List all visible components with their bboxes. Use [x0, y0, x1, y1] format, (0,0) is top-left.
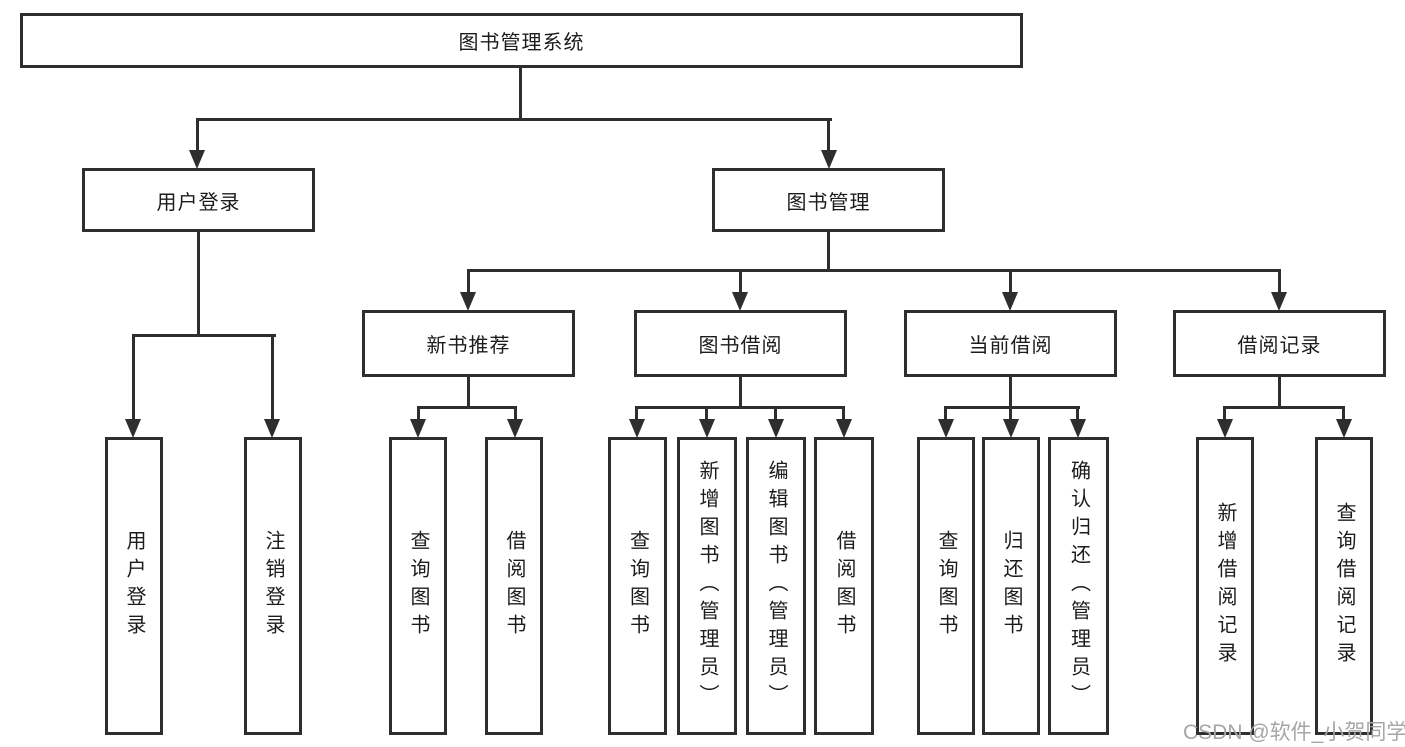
arrowhead-g4-c2-icon	[1336, 419, 1352, 438]
leaf-g3-query-books-label: 查询图书	[935, 530, 957, 642]
arrowhead-g2-c1-icon	[629, 419, 645, 438]
connector-user-stub	[196, 118, 199, 153]
leaf-g3-query-books: 查询图书	[917, 437, 975, 735]
connector-user-stem	[197, 232, 200, 336]
leaf-logout: 注销登录	[244, 437, 302, 735]
connector-group3-stub	[1009, 269, 1012, 297]
connector-g2-c1-stub	[635, 406, 638, 422]
leaf-g2-query-books: 查询图书	[608, 437, 667, 735]
arrowhead-g2-c4-icon	[836, 419, 852, 438]
leaf-g4-add-borrow-record-label: 新增借阅记录	[1214, 502, 1236, 670]
connector-user-child2-stub	[271, 334, 274, 422]
arrowhead-book-icon	[821, 150, 837, 169]
connector-book-stub	[827, 118, 830, 153]
connector-g3-stem	[1009, 377, 1012, 408]
connector-group2-stub	[739, 269, 742, 297]
connector-g1-stem	[467, 377, 470, 408]
arrowhead-g1-c1-icon	[410, 419, 426, 438]
connector-g4-c2-stub	[1342, 406, 1345, 422]
connector-g3-c2-stub	[1009, 406, 1012, 422]
leaf-g3-return-books: 归还图书	[982, 437, 1040, 735]
arrowhead-g2-c2-icon	[699, 419, 715, 438]
arrowhead-group3-icon	[1002, 292, 1018, 311]
node-book-borrow: 图书借阅	[634, 310, 847, 377]
arrowhead-group1-icon	[460, 292, 476, 311]
connector-g2-stem	[739, 377, 742, 408]
arrowhead-user-child1-icon	[125, 419, 141, 438]
arrowhead-g1-c2-icon	[507, 419, 523, 438]
arrowhead-g3-c2-icon	[1003, 419, 1019, 438]
arrowhead-g3-c3-icon	[1070, 419, 1086, 438]
leaf-user-login-label: 用户登录	[123, 530, 145, 642]
connector-root-span	[196, 118, 832, 121]
csdn-watermark: CSDN @软件_小贺同学	[1183, 721, 1405, 744]
connector-g2-c2-stub	[705, 406, 708, 422]
arrowhead-group4-icon	[1271, 292, 1287, 311]
leaf-g1-query-books: 查询图书	[389, 437, 447, 735]
node-user-login: 用户登录	[82, 168, 315, 232]
arrowhead-g4-c1-icon	[1217, 419, 1233, 438]
node-current-borrow-label: 当前借阅	[968, 335, 1053, 357]
arrowhead-g2-c3-icon	[768, 419, 784, 438]
leaf-logout-label: 注销登录	[262, 530, 284, 642]
node-new-book-recommend: 新书推荐	[362, 310, 575, 377]
connector-g4-span	[1223, 406, 1345, 409]
node-book-management: 图书管理	[712, 168, 945, 232]
connector-g2-c3-stub	[774, 406, 777, 422]
connector-g2-span	[635, 406, 845, 409]
leaf-g4-query-borrow-record: 查询借阅记录	[1315, 437, 1373, 735]
connector-book-span	[467, 269, 1281, 272]
node-root: 图书管理系统	[20, 13, 1023, 68]
leaf-g2-add-books-admin-label: 新增图书（管理员）	[696, 460, 718, 712]
connector-g2-c4-stub	[842, 406, 845, 422]
arrowhead-user-child2-icon	[264, 419, 280, 438]
arrowhead-group2-icon	[732, 292, 748, 311]
leaf-g2-edit-books-admin-label: 编辑图书（管理员）	[765, 460, 787, 712]
connector-book-stem	[827, 232, 830, 272]
node-book-borrow-label: 图书借阅	[698, 335, 783, 357]
node-borrow-records: 借阅记录	[1173, 310, 1386, 377]
connector-g1-c1-stub	[417, 406, 420, 422]
leaf-g3-return-books-label: 归还图书	[1000, 530, 1022, 642]
arrowhead-user-icon	[189, 150, 205, 169]
leaf-g1-borrow-books: 借阅图书	[485, 437, 543, 735]
connector-g1-c2-stub	[514, 406, 517, 422]
leaf-g2-add-books-admin: 新增图书（管理员）	[677, 437, 737, 735]
node-user-login-label: 用户登录	[156, 191, 241, 214]
leaf-user-login: 用户登录	[105, 437, 163, 735]
connector-root-stem	[519, 68, 522, 120]
leaf-g4-add-borrow-record: 新增借阅记录	[1196, 437, 1254, 735]
leaf-g2-borrow-books-label: 借阅图书	[833, 530, 855, 642]
leaf-g2-borrow-books: 借阅图书	[814, 437, 874, 735]
connector-g3-c1-stub	[944, 406, 947, 422]
connector-user-child1-stub	[132, 334, 135, 422]
connector-g3-c3-stub	[1076, 406, 1079, 422]
node-root-label: 图书管理系统	[458, 32, 585, 54]
node-book-management-label: 图书管理	[786, 191, 871, 214]
leaf-g2-edit-books-admin: 编辑图书（管理员）	[746, 437, 806, 735]
arrowhead-g3-c1-icon	[938, 419, 954, 438]
leaf-g3-confirm-return-admin: 确认归还（管理员）	[1048, 437, 1109, 735]
leaf-g1-query-books-label: 查询图书	[407, 530, 429, 642]
leaf-g3-confirm-return-admin-label: 确认归还（管理员）	[1067, 460, 1090, 712]
node-new-book-recommend-label: 新书推荐	[426, 335, 511, 357]
connector-g4-stem	[1278, 377, 1281, 408]
leaf-g1-borrow-books-label: 借阅图书	[503, 530, 525, 642]
connector-group1-stub	[467, 269, 470, 297]
leaf-g4-query-borrow-record-label: 查询借阅记录	[1333, 502, 1355, 670]
leaf-g2-query-books-label: 查询图书	[626, 530, 649, 642]
connector-g3-span	[944, 406, 1080, 409]
node-borrow-records-label: 借阅记录	[1237, 335, 1322, 357]
connector-g1-span	[417, 406, 517, 409]
connector-user-span	[132, 334, 276, 337]
connector-g4-c1-stub	[1223, 406, 1226, 422]
connector-group4-stub	[1278, 269, 1281, 297]
node-current-borrow: 当前借阅	[904, 310, 1117, 377]
